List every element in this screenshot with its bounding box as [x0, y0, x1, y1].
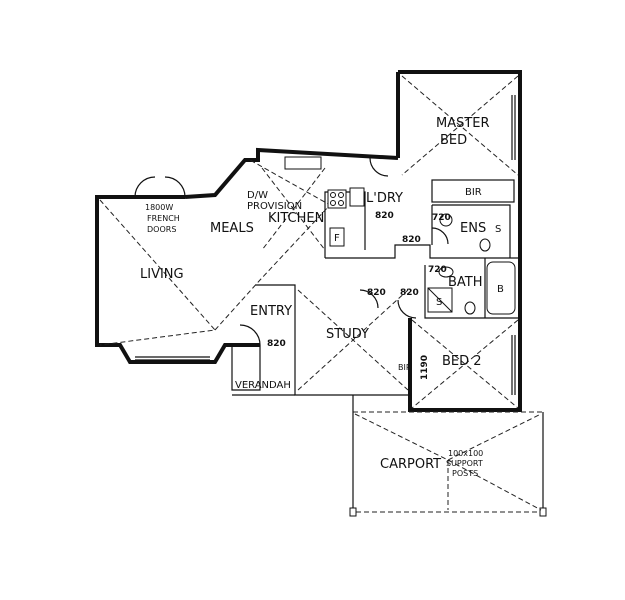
meals-label: MEALS [210, 221, 254, 236]
verandah-label: VERANDAH [235, 380, 291, 391]
master-bed-label-2: BED [440, 133, 467, 148]
laundry-tub [349, 187, 365, 207]
window-right-bed2 [511, 335, 516, 395]
living-ceiling [99, 159, 331, 346]
dim-entry-door: 820 [267, 339, 286, 349]
dim-laundry-door: 820 [375, 211, 394, 221]
entry-walls [231, 345, 295, 396]
bir-label: BIR [465, 187, 482, 198]
dim-robe-height: 1190 [420, 355, 430, 380]
master-bed-walls [396, 70, 522, 318]
ens-label: ENS [460, 221, 486, 236]
carport-roof [354, 413, 542, 511]
support-label-1: 100x100 [448, 449, 483, 458]
dw-label-2: PROVISION [247, 201, 302, 212]
dim-hall-door: 820 [402, 235, 421, 245]
door-swing-ens [431, 227, 449, 245]
ens-shower-letter: S [495, 224, 501, 235]
kitchen-back-wall [184, 147, 399, 199]
living-label: LIVING [140, 267, 184, 282]
hob-1 [330, 192, 336, 198]
bir-box [431, 179, 515, 203]
dim-ens-door: 720 [432, 213, 451, 223]
bath-label: BATH [448, 275, 483, 290]
living-walls [95, 195, 260, 364]
kitchen-sink [284, 156, 322, 170]
window-bottom-living [135, 356, 210, 361]
bath-basin [438, 266, 454, 278]
support-label-3: POSTS [452, 469, 478, 478]
french-doors-label-3: DOORS [147, 225, 176, 234]
door-swing-study [359, 289, 379, 309]
fridge-letter: F [334, 233, 340, 244]
fridge-space [329, 227, 345, 247]
hob-3 [330, 200, 336, 206]
shower-diag [427, 287, 453, 313]
french-doors-label-2: FRENCH [147, 214, 180, 223]
laundry-label: L'DRY [366, 191, 403, 206]
master-bed-label-1: MASTER [436, 116, 490, 131]
carport-label: CARPORT [380, 457, 441, 472]
ens-toilet [479, 238, 491, 252]
french-doors-label-1: 1800W [145, 203, 173, 212]
entry-label: ENTRY [250, 304, 292, 319]
post-2 [539, 507, 547, 517]
hall-wall [325, 244, 520, 259]
hob-2 [338, 192, 344, 198]
study-ceiling [297, 289, 409, 391]
door-swing-bed2 [397, 299, 417, 319]
ens-basin [439, 213, 453, 227]
door-swing-laundry [369, 157, 389, 177]
kitchen-ceiling [261, 167, 326, 251]
window-right-master [511, 95, 516, 160]
bed2-ceiling [411, 319, 519, 409]
bath-toilet [464, 301, 476, 315]
master-bed-ceiling [401, 75, 519, 176]
bath-walls [424, 258, 520, 319]
ens-walls [431, 204, 511, 258]
support-label-2: SUPPORT [446, 459, 483, 468]
shower-letter: S [436, 297, 442, 308]
bed2-label: BED 2 [442, 354, 482, 369]
carport-posts [352, 395, 544, 512]
dw-label-1: D/W [247, 190, 268, 201]
post-1 [349, 507, 357, 517]
bir-small-label: BIR [398, 363, 412, 372]
dim-study-door: 820 [367, 288, 386, 298]
study-label: STUDY [326, 327, 369, 342]
kitchen-label: KITCHEN [268, 211, 324, 226]
bath-letter: B [497, 284, 504, 295]
dim-bath-door: 720 [428, 265, 447, 275]
dim-bed2-door: 820 [400, 288, 419, 298]
door-swing-entry [239, 324, 261, 346]
hob-4 [338, 200, 344, 206]
bath-tub [486, 261, 516, 315]
cooktop [327, 189, 347, 209]
french-doors-swing [134, 176, 186, 198]
